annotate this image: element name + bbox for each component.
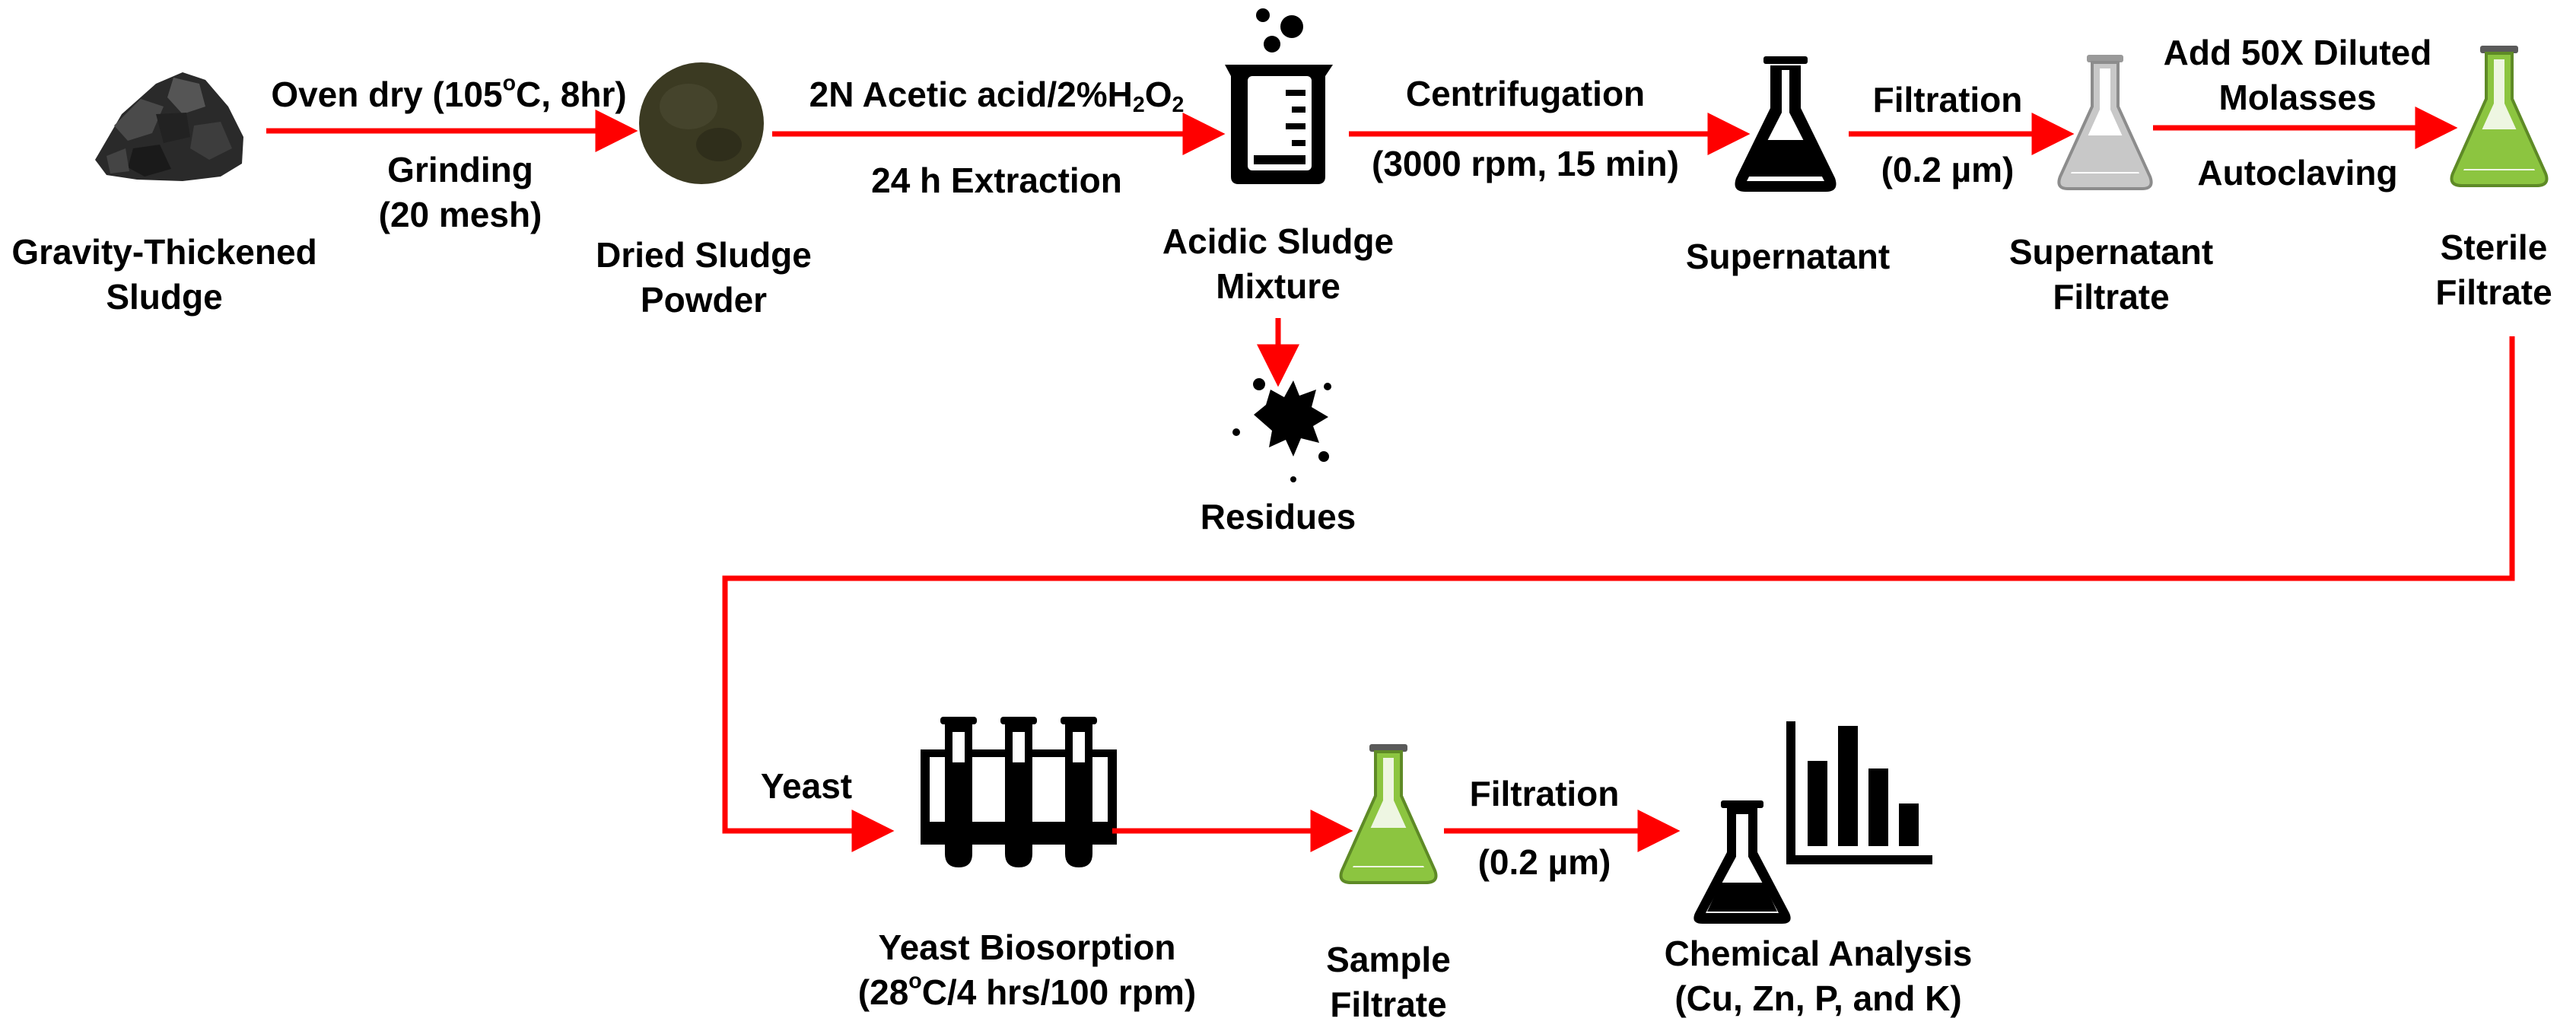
chemical-analysis-line2: (Cu, Zn, P, and K) (1674, 978, 1962, 1018)
step-centrifugation-cond: (3000 rpm, 15 min) (1372, 144, 1679, 183)
yeast-biosorption-line2: (28oC/4 hrs/100 rpm) (857, 969, 1197, 1012)
step-oven-dry: Oven dry (105oC, 8hr) (271, 71, 627, 114)
supernatant-line1: Supernatant (1685, 237, 1891, 276)
powder-pile-icon (639, 62, 764, 184)
step-grinding-line2: (20 mesh) (378, 194, 542, 234)
gravity-sludge-label: Gravity-Thickened Sludge (0, 230, 329, 320)
step-molasses-line2: Molasses (2218, 77, 2377, 117)
yeast-biosorption-label: Yeast Biosorption (28oC/4 hrs/100 rpm) (829, 925, 1225, 1015)
test-tube-rack-icon (921, 717, 1117, 867)
sample-filtrate-label: Sample Filtrate (1293, 937, 1484, 1027)
supernatant-label: Supernatant (1666, 234, 1910, 279)
supernatant-filtrate-line2: Filtrate (2053, 276, 2170, 317)
sterile-filtrate-label: Sterile Filtrate (2412, 225, 2576, 315)
splash-icon (1232, 378, 1331, 482)
flask-icon (2450, 46, 2549, 187)
step-filtration-1-cond: (0.2 µm) (1881, 150, 2015, 189)
flow-arrows (266, 107, 2515, 852)
dried-powder-line1: Dried Sludge (596, 235, 812, 275)
gravity-sludge-line2: Sludge (106, 276, 223, 317)
step-molasses: Add 50X Diluted Molasses (2138, 30, 2457, 120)
acidic-mixture-label: Acidic Sludge Mixture (1141, 219, 1415, 309)
gravity-sludge-line1: Gravity-Thickened (11, 232, 317, 272)
flask-icon (1735, 56, 1837, 192)
step-filtration-2: Filtration (1469, 774, 1620, 813)
flask-icon (1693, 800, 1791, 924)
step-molasses-line1: Add 50X Diluted (2163, 33, 2432, 72)
dried-powder-line2: Powder (640, 279, 768, 320)
residues-label: Residues (1164, 495, 1392, 539)
step-yeast: Yeast (760, 766, 853, 806)
chemical-analysis-label: Chemical Analysis (Cu, Zn, P, and K) (1636, 931, 2001, 1021)
sterile-filtrate-line1: Sterile (2440, 228, 2548, 267)
step-filtration-1: Filtration (1872, 80, 2023, 119)
supernatant-filtrate-label: Supernatant Filtrate (1986, 230, 2237, 320)
sample-filtrate-line2: Filtrate (1330, 984, 1447, 1024)
step-autoclaving: Autoclaving (2197, 153, 2398, 193)
chemical-analysis-line1: Chemical Analysis (1664, 934, 1973, 973)
sludge-pile-icon (95, 72, 243, 181)
sample-filtrate-line1: Sample (1326, 940, 1451, 979)
step-acid: 2N Acetic acid/2%H2O2 (809, 75, 1185, 118)
residues-line1: Residues (1200, 497, 1356, 536)
beaker-icon (1225, 8, 1333, 184)
step-grinding: Grinding (20 mesh) (327, 148, 593, 237)
step-filtration-2-cond: (0.2 µm) (1477, 842, 1611, 882)
flask-icon (2057, 55, 2153, 190)
dried-powder-label: Dried Sludge Powder (578, 233, 829, 323)
step-centrifugation: Centrifugation (1405, 74, 1646, 113)
flask-icon (1339, 744, 1438, 884)
step-grinding-line1: Grinding (387, 150, 533, 189)
bar-chart-icon (1786, 721, 1932, 864)
acidic-mixture-line1: Acidic Sludge (1162, 221, 1395, 261)
sterile-filtrate-line2: Filtrate (2435, 272, 2552, 312)
supernatant-filtrate-line1: Supernatant (2008, 232, 2214, 272)
step-extraction: 24 h Extraction (871, 161, 1122, 200)
yeast-biosorption-line1: Yeast Biosorption (878, 928, 1176, 967)
arrow-connector (722, 336, 2515, 852)
acidic-mixture-line2: Mixture (1216, 266, 1340, 306)
